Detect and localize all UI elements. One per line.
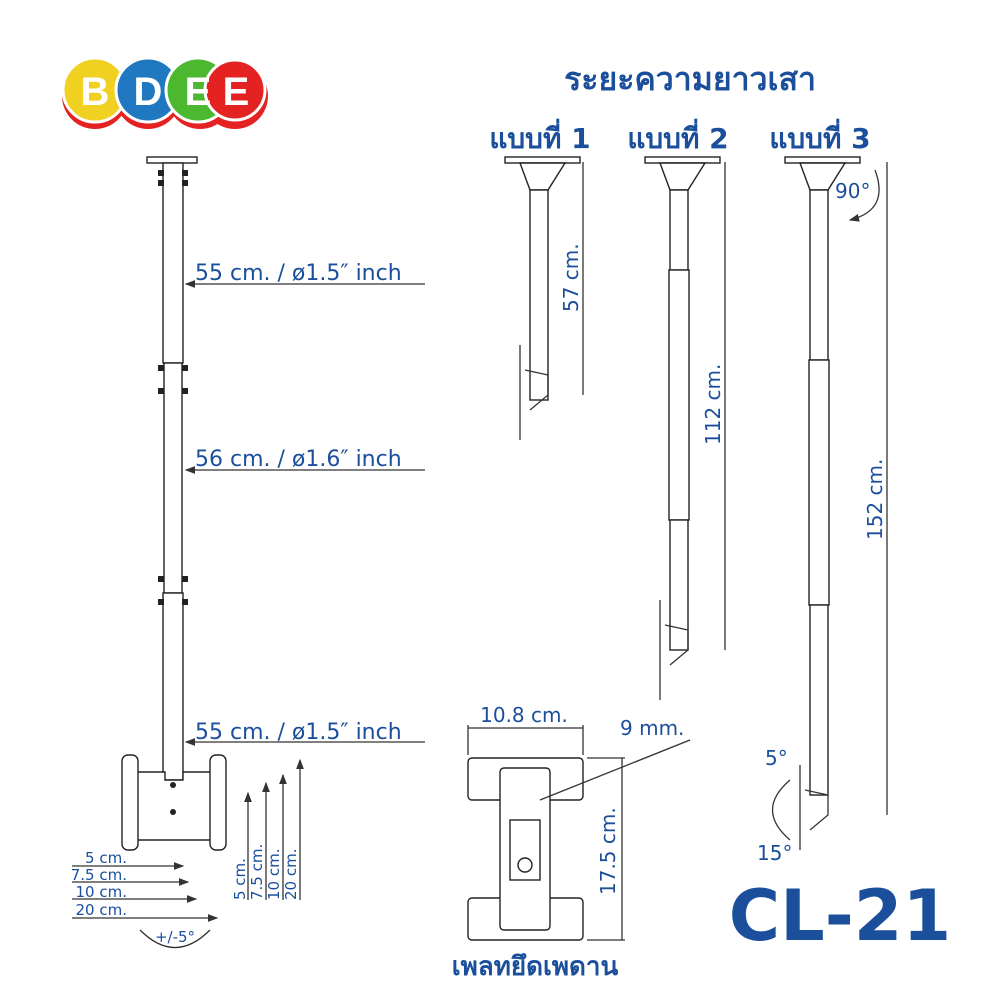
pole-drawing <box>121 156 227 851</box>
tilt-angle-up: 5° <box>765 746 788 770</box>
logo-letter: E <box>223 70 250 114</box>
vesa-v-5: 5 cm. <box>231 858 249 900</box>
plate-height: 17.5 cm. <box>596 807 620 895</box>
model-number: CL-21 <box>729 875 951 957</box>
logo-letter: D <box>134 70 163 114</box>
vesa-h-10: 10 cm. <box>76 883 127 901</box>
pole-section-1-label: 55 cm. / ø1.5″ inch <box>195 261 402 286</box>
brand-logo: B D E E <box>61 56 268 129</box>
vesa-h-5: 5 cm. <box>85 849 127 867</box>
logo-letter: E <box>185 70 212 114</box>
plate-hole-size: 9 mm. <box>620 716 684 740</box>
logo-letter: B <box>81 70 110 114</box>
variant-3-length: 152 cm. <box>863 459 887 540</box>
vesa-v-7-5: 7.5 cm. <box>248 844 266 900</box>
variant-1-label: แบบที่ 1 <box>489 118 590 155</box>
vesa-h-7-5: 7.5 cm. <box>71 866 127 884</box>
variant-poles <box>504 156 861 850</box>
section-title: ระยะความยาวเสา <box>564 60 816 98</box>
swivel-angle: +/-5° <box>155 928 195 946</box>
tilt-angle-down: 15° <box>757 841 792 865</box>
ceiling-plate-drawing <box>467 757 584 941</box>
pole-section-2-label: 56 cm. / ø1.6″ inch <box>195 447 402 472</box>
tilt-angle-90: 90° <box>835 179 870 203</box>
variant-3-label: แบบที่ 3 <box>769 118 870 155</box>
vesa-h-20: 20 cm. <box>76 901 127 919</box>
variant-1-length: 57 cm. <box>559 243 583 312</box>
vesa-v-20: 20 cm. <box>282 849 300 900</box>
plate-width: 10.8 cm. <box>480 703 568 727</box>
variant-2-length: 112 cm. <box>701 364 725 445</box>
variant-2-label: แบบที่ 2 <box>627 118 728 155</box>
plate-caption: เพลทยึดเพดาน <box>452 952 619 982</box>
pole-section-3-label: 55 cm. / ø1.5″ inch <box>195 720 402 745</box>
vesa-v-10: 10 cm. <box>265 849 283 900</box>
